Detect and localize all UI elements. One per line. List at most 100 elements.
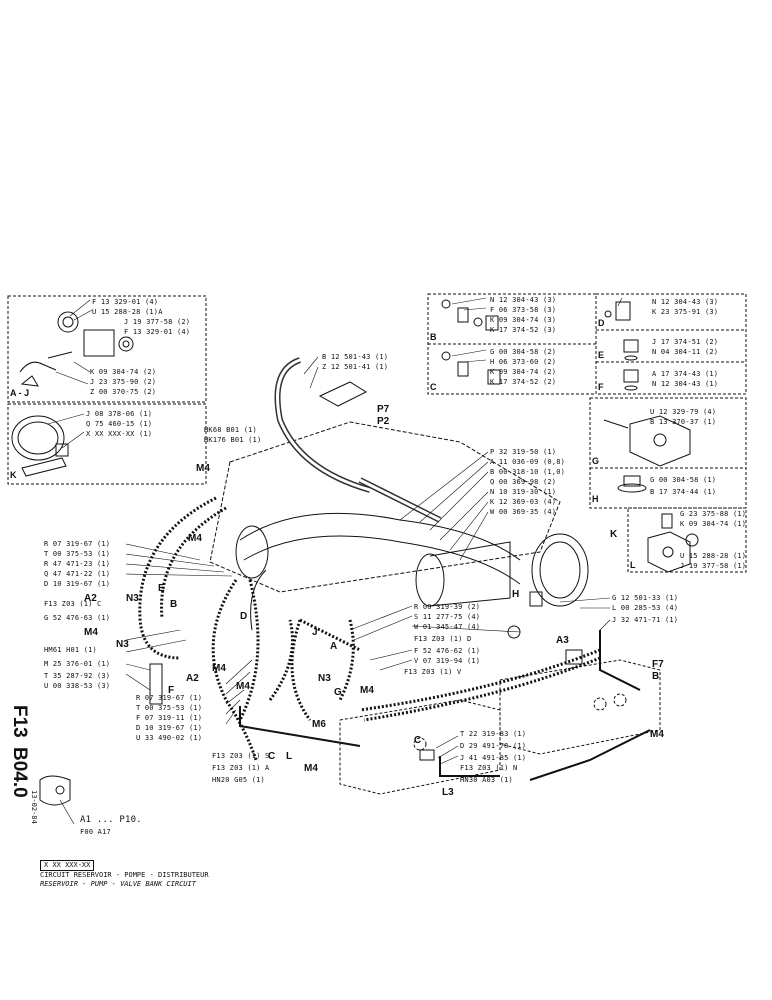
part: G 52 476-63 (1): [44, 614, 111, 622]
part: K 09 304-74 (3): [490, 316, 557, 324]
part: D 10 319-67 (1): [44, 580, 111, 588]
block-l-sketch: [647, 513, 699, 573]
tag-a2: A2: [186, 673, 199, 684]
part: J 41 491-85 (1): [460, 754, 527, 762]
part: B 12 501-43 (1): [322, 353, 389, 361]
part: T 00 375-53 (1): [136, 704, 203, 712]
part: Q 00 369-98 (2): [490, 478, 557, 486]
part: K 09 304-74 (2): [490, 368, 557, 376]
tag-e: E: [158, 583, 165, 594]
tag-m4: M4: [188, 533, 202, 544]
part: F13 Z03 (1) N: [460, 764, 518, 772]
part: S 11 277-75 (4): [414, 613, 481, 621]
title-english: RESERVOIR - PUMP - VALVE BANK CIRCUIT: [40, 880, 196, 888]
part: F13 Z03 (1) D: [414, 635, 472, 643]
part: K 17 374-52 (2): [490, 378, 557, 386]
part: N 12 304-43 (1): [652, 380, 719, 388]
part: J 17 374-51 (2): [652, 338, 719, 346]
part: M 25 376-01 (1): [44, 660, 111, 668]
tag-l3: L3: [442, 787, 454, 798]
part: K 23 375-91 (3): [652, 308, 719, 316]
box-l: [627, 507, 747, 573]
part: D 29 491-78 (1): [460, 742, 527, 750]
part: R 47 471-23 (1): [44, 560, 111, 568]
tag-m4: M4: [196, 463, 210, 474]
part: Q 75 460-15 (1): [86, 420, 153, 428]
part: G 23 375-88 (1): [680, 510, 747, 518]
part: H 06 373-60 (2): [490, 358, 557, 366]
rods: [239, 630, 651, 781]
box-label-aj: A - J: [10, 388, 30, 398]
leader-lines: [47, 297, 623, 825]
part: U 33 490-02 (1): [136, 734, 203, 742]
tag-f7: F7: [652, 659, 664, 670]
part: J 19 377-58 (1): [680, 562, 747, 570]
box-label-d: D: [598, 318, 605, 328]
part: R 07 319-67 (1): [44, 540, 111, 548]
fittings-bc-sketch: [441, 299, 501, 385]
part: G 00 304-58 (1): [650, 476, 717, 484]
tag-c: C: [268, 751, 276, 762]
part: A1 ... P10.: [80, 815, 142, 825]
box-label-b: B: [430, 332, 437, 342]
part: U 15 288-28 (1)A: [92, 308, 163, 316]
part: HN20 G05 (1): [212, 776, 265, 784]
tag-p7: P7: [377, 404, 390, 415]
sheet-date: 13-02-84: [30, 790, 38, 824]
tag-h: H: [512, 589, 520, 600]
fittings-def-sketch: [604, 301, 639, 391]
part: F 06 373-58 (3): [490, 306, 557, 314]
tag-n3: N3: [318, 673, 331, 684]
block-g-sketch: [603, 415, 691, 493]
tag-k: K: [610, 529, 618, 540]
box-label-c: C: [430, 382, 437, 392]
part: X XX XXX-XX (1): [86, 430, 153, 438]
box-label-e: E: [598, 350, 605, 360]
box-gh: [589, 397, 747, 509]
tag-p2: P2: [377, 416, 390, 427]
part: T 22 319-83 (1): [460, 730, 527, 738]
tag-l: L: [286, 751, 293, 762]
part: G 12 501-33 (1): [612, 594, 679, 602]
harness-ref: HK176 B01 (1): [204, 436, 262, 444]
part: R 00 319-39 (2): [414, 603, 481, 611]
tag-g: G: [334, 687, 342, 698]
part: K 17 374-52 (3): [490, 326, 557, 334]
part: D 10 319-67 (1): [136, 724, 203, 732]
part: N 10 319-30 (1): [490, 488, 557, 496]
part-number-box: X XX XXX-XX: [40, 860, 95, 871]
title-french: CIRCUIT RESERVOIR - POMPE - DISTRIBUTEUR: [40, 871, 209, 879]
part: J 19 377-58 (2): [124, 318, 191, 326]
tag-m6: M6: [312, 719, 326, 730]
sheet-code-b: B04.0: [9, 747, 30, 798]
tag-m4: M4: [236, 681, 250, 692]
tag-b: B: [652, 671, 660, 682]
part: W 00 369-35 (4): [490, 508, 557, 516]
harness-ref: HK68 B01 (1): [204, 426, 257, 434]
box-label-k: K: [10, 470, 17, 480]
part: Z 12 501-41 (1): [322, 363, 389, 371]
box-label-g: G: [592, 456, 600, 466]
part: F13 Z03 (1) A: [212, 764, 270, 772]
tag-a3: A3: [556, 635, 569, 646]
part: T 00 375-53 (1): [44, 550, 111, 558]
fitting-aj-sketch: [19, 311, 134, 387]
valve-bank: [339, 659, 661, 795]
part: U 12 329-79 (4): [650, 408, 717, 416]
part: Z 00 370-75 (2): [90, 388, 157, 396]
box-label-f: F: [598, 382, 604, 392]
part: A 17 374-43 (1): [652, 370, 719, 378]
part: HM61 H01 (1): [44, 646, 97, 654]
part: F 07 319-11 (1): [136, 714, 203, 722]
part: J 23 375-90 (2): [90, 378, 157, 386]
tag-a2: A2: [84, 593, 97, 604]
part: K 12 369-03 (4): [490, 498, 557, 506]
part: V 07 319-94 (1): [414, 657, 481, 665]
tag-m4: M4: [212, 663, 226, 674]
part: F 13 329-01 (4): [124, 328, 191, 336]
tag-d: D: [240, 611, 248, 622]
part: F 52 476-62 (1): [414, 647, 481, 655]
title-block: X XX XXX-XX CIRCUIT RESERVOIR - POMPE - …: [28, 852, 228, 889]
part: J 08 378-06 (1): [86, 410, 153, 418]
